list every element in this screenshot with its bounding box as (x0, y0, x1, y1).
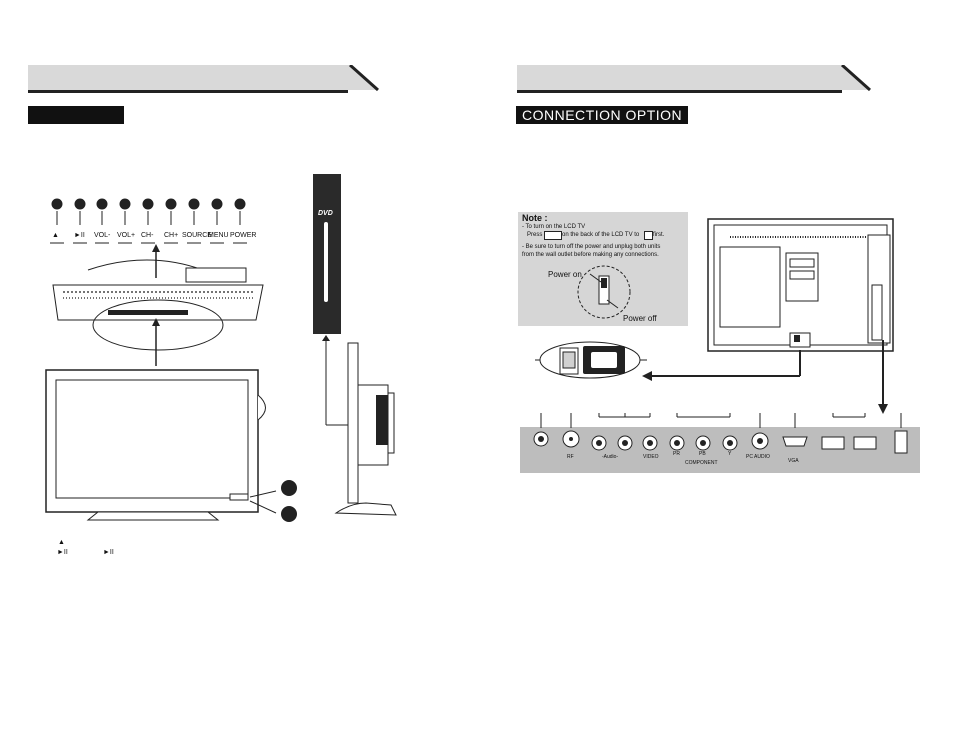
note-line-1: - To turn on the LCD TV (522, 224, 586, 230)
button-label-vol-up: VOL+ (117, 232, 136, 239)
power-off-label: Power off (623, 314, 657, 323)
video-label: VIDEO (643, 454, 659, 460)
switch-icon (544, 231, 562, 240)
dvd-side-panel: DVD (313, 174, 341, 334)
note-line-2a: Press (527, 232, 543, 238)
connector-panel: RF -Audio- VIDEO PR PB Y COMPONENT PC AU… (520, 413, 920, 473)
tv-side-illustration (322, 335, 397, 516)
pr-label: PR (673, 451, 680, 457)
left-banner-corner (330, 65, 379, 92)
button-label-eject: ▲ (52, 232, 59, 239)
footnote-play-1: ►II (57, 549, 68, 556)
button-circles-arrows (50, 198, 247, 244)
connector-graphics (533, 413, 908, 454)
button-label-menu: MENU (208, 232, 229, 239)
button-label-source: SOURCE (182, 232, 212, 239)
note-line-2b: on the back of the LCD TV to (562, 232, 640, 238)
note-line-4: from the wall outlet before making any c… (522, 252, 659, 258)
power-on-label: Power on (548, 270, 582, 279)
button-label-vol-down: VOL- (94, 232, 111, 239)
right-banner-corner (822, 65, 871, 92)
dvd-slot (324, 222, 328, 302)
note-title: Note : (522, 213, 548, 223)
dvd-logo: DVD (318, 210, 333, 217)
switch-on-icon (644, 231, 653, 240)
rf-label: RF (567, 454, 574, 460)
button-label-ch-down: CH- (141, 232, 154, 239)
component-label: COMPONENT (685, 460, 718, 466)
note-box: Note : - To turn on the LCD TV Press on … (518, 212, 688, 326)
button-label-ch-up: CH+ (164, 232, 179, 239)
power-switch-illustration (577, 265, 631, 319)
button-legend: ▲ ►II VOL- VOL+ CH- CH+ SOURCE MENU POWE… (44, 195, 264, 245)
note-line-2c: first. (653, 232, 665, 238)
y-label: Y (728, 451, 732, 457)
footnote-play-2: ►II (103, 549, 114, 556)
button-label-power: POWER (230, 232, 257, 239)
pc-audio-label: PC AUDIO (746, 454, 770, 460)
note-line-3: - Be sure to turn off the power and unpl… (522, 244, 661, 250)
vga-label: VGA (788, 458, 799, 464)
tv-front-illustration (45, 244, 297, 522)
footnote-eject: ▲ (58, 539, 65, 546)
tv-back-illustration (707, 218, 894, 352)
right-header-banner (517, 65, 842, 93)
pb-label: PB (699, 451, 706, 457)
button-label-play-pause: ►II (74, 232, 85, 239)
power-socket-illustration (535, 341, 647, 379)
connection-arrows (642, 340, 888, 414)
audio-label: -Audio- (602, 454, 619, 460)
connection-option-label: CONNECTION OPTION (516, 106, 689, 124)
left-section-label (28, 106, 124, 124)
left-header-banner (28, 65, 348, 93)
